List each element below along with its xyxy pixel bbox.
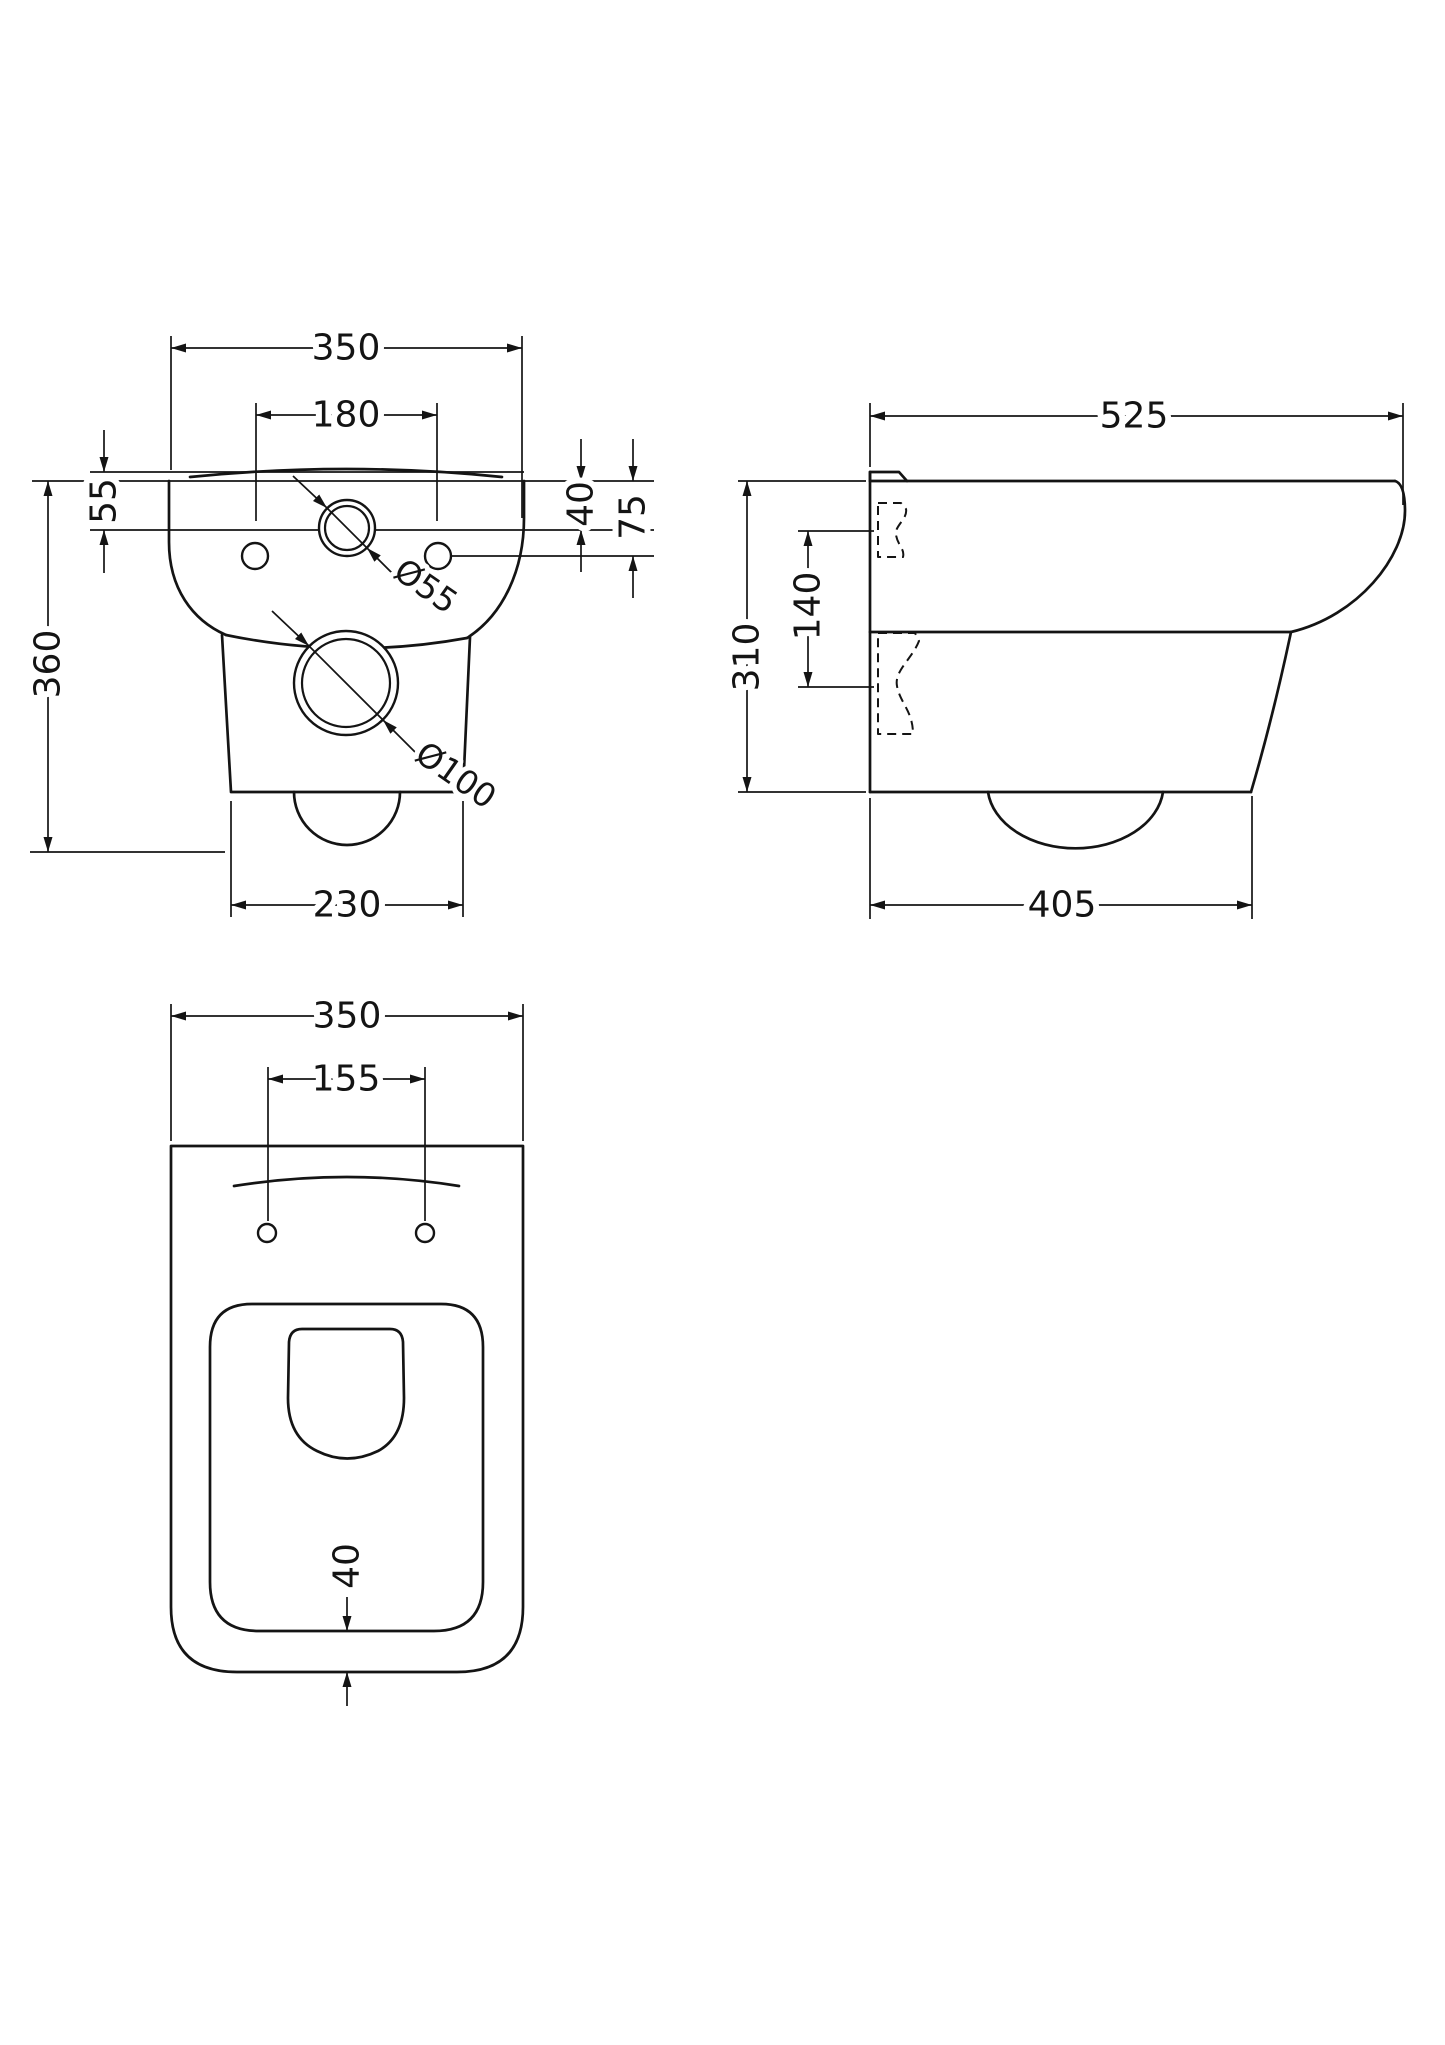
dim-label-rear-outlet-diameter: Ø100 (408, 734, 503, 817)
dim-side-depth: 525 (869, 390, 1404, 505)
rear-fixing-hole-left (240, 541, 270, 571)
side-front-lower-edge (1249, 630, 1293, 794)
plan-view-outline (169, 1144, 525, 1674)
dim-label-plan-width: 350 (313, 996, 382, 1037)
plan-outer-body (169, 1144, 525, 1674)
dim-label-rear-height: 360 (28, 630, 69, 699)
dim-rear-overall-width: 350 (170, 322, 523, 518)
dim-side-height: 310 (721, 480, 866, 793)
dim-label-side-height: 310 (727, 623, 768, 692)
dim-rear-hole-spacing: 180 (255, 389, 438, 521)
plan-bowl-outline (286, 1327, 406, 1460)
side-view-outline (868, 470, 1407, 850)
side-hidden-fixing-lower (877, 632, 920, 735)
dim-plan-rim-to-front: 40 (321, 1537, 374, 1706)
rear-view: 350 180 55 360 40 (22, 322, 660, 932)
dim-label-side-fixing-spacing: 140 (788, 572, 829, 641)
dim-plan-width: 350 (170, 990, 524, 1141)
dim-rear-top-to-inlet: 55 (78, 430, 131, 573)
plan-inner-rim (208, 1302, 485, 1633)
dim-rear-fixing-offset: 75 (607, 439, 660, 598)
dim-label-plan-seat-hole-spacing: 155 (312, 1059, 381, 1100)
rear-outlet-semicircle (292, 790, 402, 847)
plan-seat-hinge-arc (232, 1175, 461, 1188)
dim-plan-seat-hole-spacing: 155 (267, 1053, 426, 1221)
dim-label-plan-rim-to-front: 40 (327, 1543, 368, 1589)
dim-side-fixing-spacing: 140 (782, 530, 874, 688)
rear-view-outline (167, 467, 526, 847)
dim-label-rear-top-to-inlet: 55 (84, 478, 125, 524)
plan-seat-hole-left (256, 1222, 278, 1244)
dim-label-rear-hole-spacing: 180 (312, 395, 381, 436)
side-hidden-fixing-upper (877, 502, 908, 558)
dim-side-body-depth: 405 (869, 796, 1253, 932)
dim-label-rear-bottom-width: 230 (313, 885, 382, 926)
dim-label-rear-width: 350 (312, 328, 381, 369)
dim-label-rear-inlet-diameter: Ø55 (387, 551, 465, 622)
side-view: 525 310 140 405 (721, 390, 1407, 932)
side-fixing-lug (868, 470, 909, 483)
dim-label-rear-inlet-offset: 40 (561, 481, 602, 527)
dim-rear-inlet-offset: 40 (555, 439, 608, 572)
plan-seat-hole-right (414, 1222, 436, 1244)
rear-fixing-hole-right (423, 541, 453, 571)
plan-view: 350 155 40 (169, 990, 525, 1706)
side-front-nose (1289, 479, 1407, 634)
rear-top-arc (188, 467, 504, 479)
rear-trapway-body (220, 633, 472, 794)
side-outlet-bulge (986, 790, 1165, 850)
dim-rear-bottom-width: 230 (230, 801, 464, 932)
dim-label-rear-fixing-offset: 75 (613, 494, 654, 540)
dim-label-side-body-depth: 405 (1028, 885, 1097, 926)
rear-right-edge (465, 479, 526, 640)
dim-rear-height: 360 (22, 481, 225, 853)
dim-label-side-depth: 525 (1100, 396, 1169, 437)
rear-left-edge (167, 479, 228, 637)
